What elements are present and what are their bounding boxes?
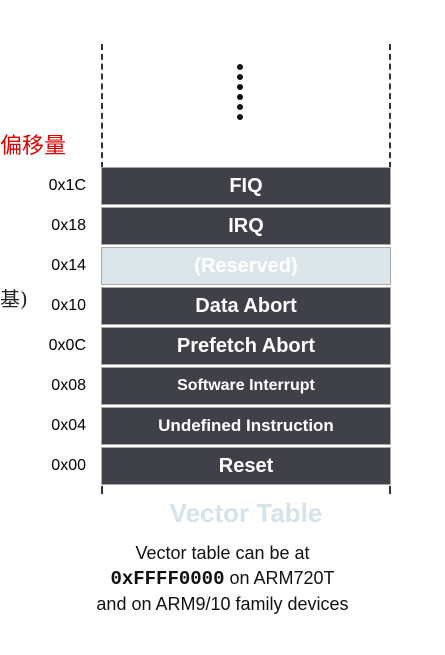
caption-line-2: 0xFFFF0000 on ARM720T (0, 568, 445, 590)
caption-line-3: and on ARM9/10 family devices (96, 594, 349, 614)
vector-offset: 0x0C (48, 337, 86, 354)
vector-entry: IRQ (101, 207, 391, 245)
vector-entry: (Reserved) (101, 247, 391, 285)
vector-entry: Prefetch Abort (101, 327, 391, 365)
vector-offset: 0x18 (51, 217, 86, 234)
vector-offset: 0x10 (51, 297, 86, 314)
vector-entry: Reset (101, 447, 391, 485)
vector-offset: 0x1C (48, 177, 86, 194)
vector-offset: 0x00 (51, 457, 86, 474)
vector-offset: 0x08 (51, 377, 86, 394)
vector-offset: 0x04 (51, 417, 86, 434)
caption-line-1: Vector table can be at (135, 543, 310, 563)
left-dashed-line (101, 44, 103, 168)
table-title: Vector Table (169, 498, 323, 528)
dot (237, 104, 243, 110)
caption-line-2-suffix: on ARM720T (224, 568, 335, 588)
left-dashed-line-bottom (101, 486, 103, 494)
dot (237, 84, 243, 90)
continuation-dots (229, 60, 251, 124)
right-dashed-line (389, 44, 391, 168)
dot (237, 74, 243, 80)
caption-address: 0xFFFF0000 (110, 568, 225, 590)
vector-entry: Data Abort (101, 287, 391, 325)
partial-label: 基) (0, 287, 28, 311)
vector-entry: FIQ (101, 167, 391, 205)
offset-label: 偏移量 (0, 134, 67, 159)
vector-entry: Software Interrupt (101, 367, 391, 405)
dot (237, 64, 243, 70)
dot (237, 94, 243, 100)
dot (237, 114, 243, 120)
vector-entry: Undefined Instruction (101, 407, 391, 445)
vector-offset: 0x14 (51, 257, 86, 274)
right-dashed-line-bottom (389, 486, 391, 494)
